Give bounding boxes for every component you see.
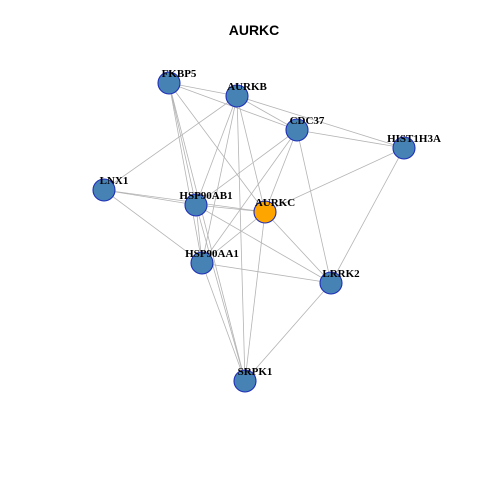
edge-cdc37-aurkc [264, 129, 298, 213]
node-hsp90ab1[interactable] [184, 193, 208, 217]
node-label-hsp90ab1: HSP90AB1 [179, 190, 232, 202]
edge-aurkb-aurkc [236, 95, 266, 213]
edge-lrrk2-srpk1 [244, 282, 332, 382]
edge-fkbp5-srpk1 [168, 82, 246, 382]
edge-aurkb-hsp90ab1 [195, 95, 238, 206]
node-aurkc[interactable] [253, 200, 277, 224]
node-label-aurkb: AURKB [227, 81, 267, 93]
node-label-hist1h3a: HIST1H3A [387, 133, 441, 145]
edge-cdc37-hsp90ab1 [195, 129, 298, 206]
node-hist1h3a[interactable] [392, 136, 416, 160]
edge-hsp90aa1-srpk1 [201, 262, 246, 382]
edge-hist1h3a-lrrk2 [330, 147, 405, 284]
edge-hsp90aa1-lrrk2 [201, 262, 332, 284]
node-lrrk2[interactable] [319, 271, 343, 295]
edge-aurkb-lnx1 [103, 95, 238, 191]
node-label-fkbp5: FKBP5 [162, 68, 197, 80]
edge-hsp90ab1-srpk1 [195, 204, 246, 382]
edge-aurkb-hist1h3a [236, 95, 405, 149]
edge-aurkc-hsp90aa1 [201, 211, 266, 264]
node-layer [92, 71, 416, 393]
edge-hsp90ab1-aurkc [195, 204, 266, 213]
edge-hsp90ab1-lrrk2 [195, 204, 332, 284]
edge-layer [103, 82, 405, 382]
edge-cdc37-hist1h3a [296, 129, 405, 149]
edge-aurkb-srpk1 [236, 95, 246, 382]
node-label-srpk1: SRPK1 [238, 366, 273, 378]
edge-cdc37-lrrk2 [296, 129, 332, 284]
node-label-lnx1: LNX1 [100, 175, 129, 187]
edge-aurkc-lrrk2 [264, 211, 332, 284]
edge-lnx1-hsp90aa1 [103, 189, 203, 264]
edge-hist1h3a-aurkc [264, 147, 405, 213]
node-label-cdc37: CDC37 [290, 115, 325, 127]
node-label-lrrk2: LRRK2 [322, 268, 360, 280]
node-lnx1[interactable] [92, 178, 116, 202]
node-aurkb[interactable] [225, 84, 249, 108]
node-label-hsp90aa1: HSP90AA1 [185, 248, 239, 260]
edge-aurkc-srpk1 [244, 211, 266, 382]
edge-lnx1-aurkc [103, 189, 266, 213]
node-cdc37[interactable] [285, 118, 309, 142]
edge-fkbp5-aurkc [168, 82, 266, 213]
node-fkbp5[interactable] [157, 71, 181, 95]
node-hsp90aa1[interactable] [190, 251, 214, 275]
edge-cdc37-hsp90aa1 [201, 129, 298, 264]
diagram-title: AURKC [229, 22, 280, 38]
edge-fkbp5-hsp90aa1 [168, 82, 203, 264]
node-srpk1[interactable] [233, 369, 257, 393]
edge-aurkb-hsp90aa1 [201, 95, 238, 264]
edge-lnx1-hsp90ab1 [103, 189, 197, 206]
node-label-aurkc: AURKC [255, 197, 295, 209]
edge-fkbp5-hsp90ab1 [168, 82, 197, 206]
